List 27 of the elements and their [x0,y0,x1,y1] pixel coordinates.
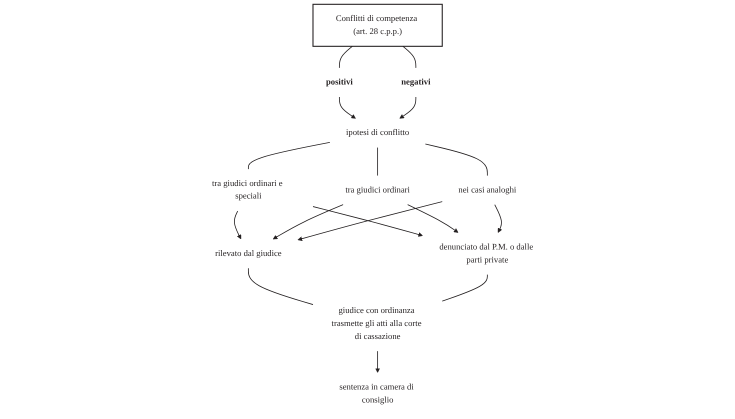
connector [402,46,416,68]
connector [441,274,488,302]
node-text: denunciato dal P.M. o dalle parti private [439,242,533,264]
connector [424,144,488,176]
node-text: tra giudici ordinari e speciali [212,178,282,201]
arrow [234,210,241,240]
connector [248,142,330,170]
arrow [406,204,458,233]
arrow [312,206,423,237]
arrow [374,350,380,373]
connector [338,46,352,68]
node-box: Conflitti di competenza (art. 28 c.p.p.) [312,4,442,47]
connector [248,268,314,305]
arrow [399,96,416,119]
node-text: sentenza in camera di consiglio [338,382,414,404]
node-text: tra giudici ordinari [344,185,410,194]
arrow [338,96,356,119]
node-text: ipotesi di conflitto [346,128,409,138]
connector [376,147,378,176]
arrow [297,201,442,242]
node-text: positivi [326,78,352,87]
node-text: nei casi analoghi [458,185,516,194]
node-text: rilevato dal giudice [214,248,282,258]
arrow [494,204,502,233]
arrow [272,204,344,240]
node-text: negativi [400,78,430,87]
node-text: giudice con ordinanza trasmette gli atti alla corte di cassazione [331,306,422,341]
